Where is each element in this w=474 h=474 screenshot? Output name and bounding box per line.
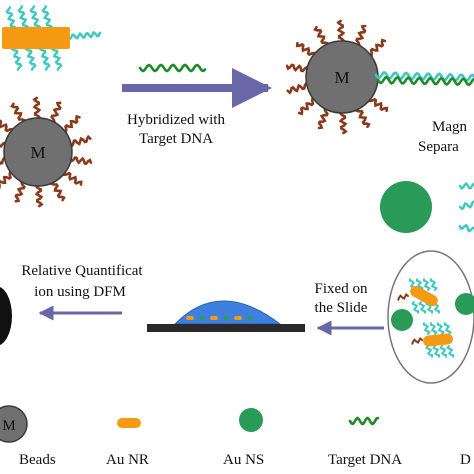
separated-nanosphere xyxy=(380,181,432,233)
magnetic-bead-probe-probe-strand xyxy=(10,102,27,124)
complex-probe-strand xyxy=(374,71,474,83)
droplet-probe-strand xyxy=(429,322,438,335)
magnetic-bead-probe-probe-strand xyxy=(14,180,26,203)
nanorod-probe-strand xyxy=(29,5,42,31)
hybridized-bead-probe-strand xyxy=(297,97,317,116)
magnetic-bead-probe xyxy=(3,117,73,187)
hybridized-bead-probe-strand xyxy=(367,38,387,57)
sample-dome xyxy=(173,300,282,325)
hybridize-label-line1: Hybridized with xyxy=(127,112,225,128)
dfm-image-edge xyxy=(0,286,12,346)
slide-nanorod xyxy=(186,316,194,320)
droplet-nanosphere xyxy=(455,293,474,315)
legend-bead-icon-label: M xyxy=(2,418,15,434)
slide-nanorod xyxy=(234,316,242,320)
magnetic-bead-probe-label: M xyxy=(30,143,45,162)
quantification-label-line1: Relative Quantificat xyxy=(21,263,143,279)
magnetic-bead-probe-probe-strand xyxy=(0,170,14,190)
droplet-probe-strand xyxy=(422,322,431,335)
magnetic-bead-probe-probe-strand xyxy=(62,170,83,186)
legend-bead-icon xyxy=(0,405,28,443)
droplet-probe-strand xyxy=(425,301,434,314)
droplet-probe-strand xyxy=(439,345,448,358)
hybridized-bead-probe-strand xyxy=(313,25,330,48)
droplet-probe-strand xyxy=(443,322,452,335)
legend-target-dna-icon xyxy=(348,416,380,426)
legend-beads-label: Beads xyxy=(19,452,56,468)
hybridized-bead-label: M xyxy=(334,68,349,87)
hybridized-bead-probe-strand xyxy=(355,24,367,47)
droplet-probe-strand xyxy=(411,301,420,314)
magnetic-separation-label-line2: Separa xyxy=(418,139,459,155)
droplet-brown-strand xyxy=(397,292,409,301)
magnetic-bead-probe-probe-strand xyxy=(68,134,92,148)
droplet-probe-strand xyxy=(446,345,455,358)
droplet-nanorod xyxy=(423,333,453,347)
magnetic-bead-probe-probe-strand xyxy=(0,119,14,134)
hybridized-bead-probe-strand xyxy=(295,41,316,58)
legend-au-nr-label: Au NR xyxy=(106,452,149,468)
hybridized-bead-probe-strand xyxy=(338,110,348,135)
slide-nanosphere xyxy=(223,315,229,321)
hybridized-bead-probe-strand xyxy=(317,107,329,130)
magnetic-bead-probe-probe-strand xyxy=(49,180,66,202)
droplet-probe-strand xyxy=(432,345,441,358)
legend-target-dna-label: Target DNA xyxy=(328,452,403,468)
legend-partial-label: D xyxy=(460,452,471,468)
glass-slide xyxy=(147,324,305,332)
separated-probe-strand xyxy=(458,200,474,211)
droplet-nanosphere xyxy=(391,309,413,331)
slide-nanosphere xyxy=(247,315,253,321)
droplet-nanorod xyxy=(410,286,438,306)
legend-nanorod-icon xyxy=(117,418,141,428)
droplet-probe-strand xyxy=(418,301,427,314)
gold-nanorod-probe-body xyxy=(2,27,70,49)
droplet-brown-strand xyxy=(411,336,423,345)
droplet-nanorod-body xyxy=(410,286,438,306)
magnetic-bead-probe-probe-strand xyxy=(62,114,81,134)
hybridized-bead-probe-strand xyxy=(285,63,309,73)
separated-probe-strand xyxy=(458,223,474,233)
droplet-probe-strand xyxy=(415,278,424,291)
magnetic-bead-probe-probe-strand xyxy=(50,101,62,124)
fixed-on-slide-label-line1: Fixed on xyxy=(314,281,368,297)
nanorod-probe-strand xyxy=(10,45,23,71)
nanorod-probe-strand xyxy=(17,5,30,31)
magnetic-bead-probe-probe-strand xyxy=(32,96,42,121)
magnetic-bead-probe-probe-strand xyxy=(69,156,93,166)
magnetic-bead-probe-probe-strand xyxy=(0,156,8,165)
nanorod-probe-strand xyxy=(24,45,37,71)
droplet-nanorod-body xyxy=(423,333,453,347)
droplet-probe-strand xyxy=(436,322,445,335)
nanorod-probe-strand xyxy=(50,45,63,71)
hybridized-bead-probe-strand xyxy=(368,96,389,113)
magnetic-bead-probe-probe-strand xyxy=(34,183,44,208)
slide-nanosphere xyxy=(199,315,205,321)
magnetic-bead-probe-probe-strand xyxy=(0,141,7,148)
hybridized-bead-probe-strand xyxy=(336,19,346,44)
legend-nanosphere-icon xyxy=(239,408,263,432)
droplet-probe-strand xyxy=(429,278,438,291)
quantification-label-line2: ion using DFM xyxy=(34,284,126,300)
nanorod-probe-strand xyxy=(5,6,18,32)
nanorod-probe-strand xyxy=(38,45,51,71)
nanorod-probe-strand xyxy=(41,5,54,31)
slide-nanorod xyxy=(210,316,218,320)
droplet-probe-strand xyxy=(425,345,434,358)
gold-nanorod-probe xyxy=(2,27,70,49)
nanorod-probe-strand xyxy=(66,30,102,41)
droplet-probe-strand xyxy=(422,278,431,291)
free-target-dna xyxy=(138,63,207,73)
hybridized-bead-probe-strand xyxy=(286,81,310,95)
legend-au-ns-label: Au NS xyxy=(223,452,265,468)
fixed-on-slide-label-line2: the Slide xyxy=(314,300,368,316)
hybridize-label-line2: Target DNA xyxy=(138,131,214,147)
complex-target-strand xyxy=(376,75,474,87)
separated-probe-strand xyxy=(458,181,474,190)
hybridized-bead-probe-strand xyxy=(354,106,371,129)
magnetic-separation-label-line1: Magn xyxy=(432,119,467,135)
